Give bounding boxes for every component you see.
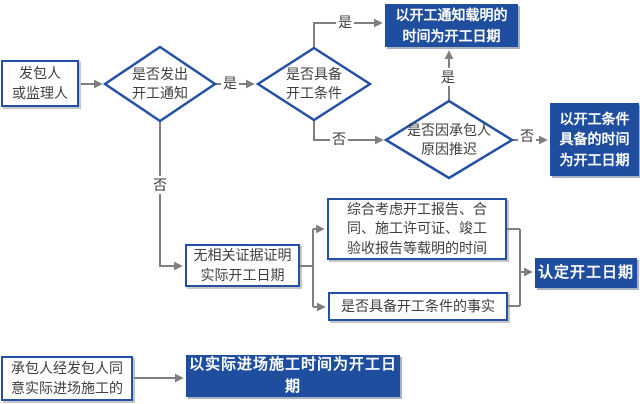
node-no-evidence: 无相关证据证明 实际开工日期 bbox=[185, 244, 300, 287]
node-contractor: 承包人经发包人同 意实际进场施工的 bbox=[1, 356, 133, 401]
result-condition-time: 以开工条件 具备的时间 为开工日期 bbox=[550, 103, 639, 176]
decision-delay-label: 是否因承包人 原因推迟 bbox=[407, 122, 491, 157]
node-condition-fact: 是否具备开工条件的事实 bbox=[328, 292, 508, 321]
connector-condition-yes bbox=[313, 18, 383, 48]
edge-label-delay-yes: 是 bbox=[439, 67, 457, 87]
result-actual-time: 以实际进场施工时间为开工日期 bbox=[186, 355, 400, 397]
decision-delay-shape bbox=[383, 99, 515, 180]
decision-notice-shape bbox=[102, 45, 218, 123]
edge-label-condition-yes: 是 bbox=[336, 12, 354, 32]
node-employer: 发包人 或监理人 bbox=[1, 60, 79, 107]
node-comprehensive: 综合考虑开工报告、合 同、施工许可证、竣工 验收报告等载明的时间 bbox=[327, 198, 507, 260]
connector-condition-no bbox=[313, 120, 384, 145]
decision-condition-label: 是否具备 开工条件 bbox=[286, 66, 342, 101]
edge-label-delay-no: 否 bbox=[518, 126, 536, 146]
edge-label-condition-no: 否 bbox=[330, 129, 348, 149]
result-determine: 认定开工日期 bbox=[535, 258, 637, 288]
decision-condition-shape bbox=[255, 46, 373, 122]
edge-label-notice-yes: 是 bbox=[221, 73, 239, 93]
connector-notice-no bbox=[159, 121, 183, 271]
edge-label-notice-no: 否 bbox=[151, 175, 169, 195]
result-notice-time: 以开工通知载明的 时间为开工日期 bbox=[385, 4, 518, 47]
decision-notice-label: 是否发出 开工通知 bbox=[132, 66, 188, 101]
connector-merge-bracket bbox=[507, 228, 521, 307]
connector-noevidence-split bbox=[300, 229, 314, 307]
